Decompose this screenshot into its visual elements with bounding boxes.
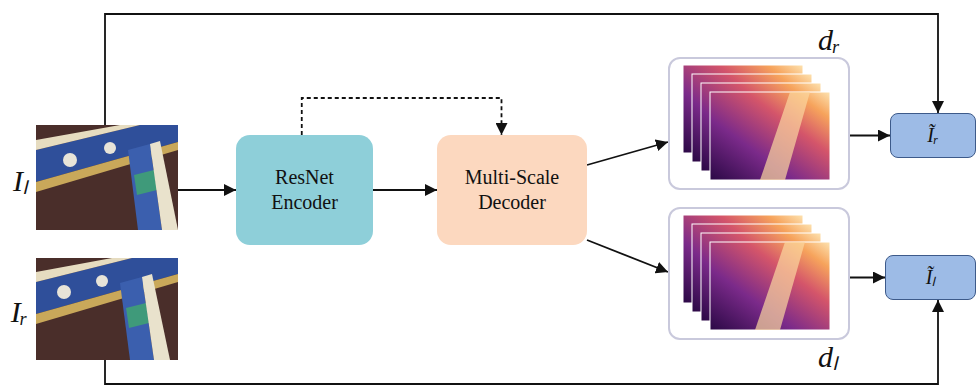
flow-arrow xyxy=(178,189,236,191)
flow-arrow xyxy=(105,14,938,125)
depth-stack-left xyxy=(683,215,830,330)
input-image: Iₗ xyxy=(36,125,178,230)
skip-connection xyxy=(302,98,502,135)
photo-ground xyxy=(36,258,178,360)
photo-column-edge xyxy=(142,274,170,360)
depth-map xyxy=(710,92,830,180)
photo-column-edge xyxy=(150,141,178,230)
photo-column-band xyxy=(134,170,157,195)
flow-arrow xyxy=(587,142,668,165)
photo-beam-edge xyxy=(36,125,140,150)
photo-ornament xyxy=(57,285,71,299)
flow-arrow xyxy=(373,189,437,191)
photo-ground xyxy=(36,125,178,230)
photo-beam-edge xyxy=(36,258,132,282)
encoder-box: ResNet Encoder xyxy=(236,135,373,245)
disparity-frame: dᵣ xyxy=(668,57,850,190)
flow-arrow xyxy=(850,277,885,279)
symbol-label: Ĩₗ xyxy=(926,265,936,290)
flow-arrow xyxy=(850,135,890,137)
photo-ornament xyxy=(104,142,116,154)
photo-ornament xyxy=(96,275,108,287)
left-photo xyxy=(36,125,178,230)
depth-streak xyxy=(755,242,805,330)
flow-arrow xyxy=(105,300,938,384)
symbol-label: Iₗ xyxy=(13,166,28,196)
block-label: ResNet Encoder xyxy=(244,165,365,215)
depth-stack-right xyxy=(683,65,830,180)
right-photo xyxy=(36,258,178,360)
decoder-box: Multi-Scale Decoder xyxy=(437,135,587,245)
photo-column-band xyxy=(126,303,149,328)
symbol-label: dₗ xyxy=(818,342,838,372)
photo-ornament xyxy=(63,153,77,167)
reconstruction-box: Ĩᵣ xyxy=(890,113,976,158)
symbol-label: dᵣ xyxy=(818,25,840,55)
depth-streak xyxy=(760,92,810,180)
depth-map xyxy=(710,242,830,330)
input-image: Iᵣ xyxy=(36,258,178,360)
disparity-frame: dₗ xyxy=(668,207,850,340)
reconstruction-box: Ĩₗ xyxy=(885,255,976,300)
flow-arrow xyxy=(587,240,668,272)
symbol-label: Ĩᵣ xyxy=(927,123,939,148)
block-label: Multi-Scale Decoder xyxy=(445,165,579,215)
symbol-label: Iᵣ xyxy=(11,297,28,327)
